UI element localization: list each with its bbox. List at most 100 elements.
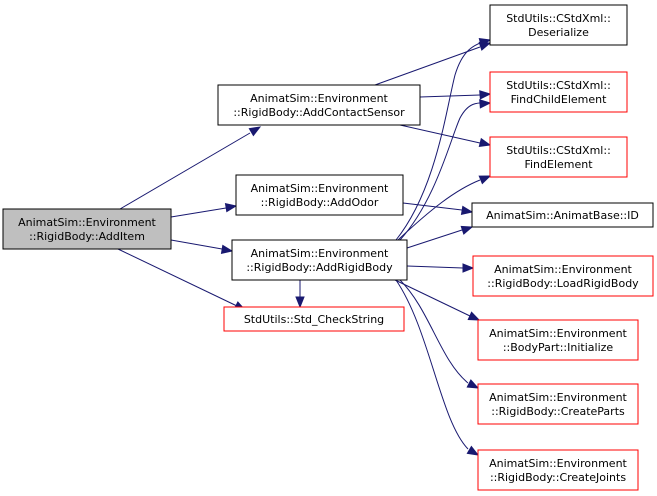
arrowhead-icon bbox=[466, 379, 480, 389]
node-box[interactable] bbox=[231, 239, 408, 281]
arrowhead-icon bbox=[479, 90, 492, 100]
edge-line bbox=[399, 124, 481, 144]
node-label-line: AnimatSim::Environment bbox=[251, 247, 389, 260]
arrowhead-icon bbox=[462, 263, 475, 273]
edge-line bbox=[170, 207, 227, 218]
node-findelement[interactable]: StdUtils::CStdXml::FindElement bbox=[489, 136, 628, 178]
edge-line bbox=[374, 46, 481, 86]
node-createjoints[interactable]: AnimatSim::Environment::RigidBody::Creat… bbox=[477, 449, 639, 491]
node-label-line: ::RigidBody::AddOdor bbox=[261, 196, 379, 209]
node-label-line: StdUtils::CStdXml:: bbox=[506, 144, 611, 157]
node-initialize[interactable]: AnimatSim::Environment::BodyPart::Initia… bbox=[477, 319, 639, 361]
edge-line bbox=[399, 279, 469, 384]
node-label-line: StdUtils::Std_CheckString bbox=[244, 313, 384, 326]
edge-line bbox=[170, 239, 223, 250]
edges-layer bbox=[117, 37, 492, 456]
arrowhead-icon bbox=[467, 311, 481, 321]
arrowhead-icon bbox=[479, 99, 492, 109]
node-id[interactable]: AnimatSim::AnimatBase::ID bbox=[471, 202, 654, 228]
edge-additem-to-addodor bbox=[170, 203, 238, 218]
node-box[interactable] bbox=[2, 208, 172, 250]
node-label-line: AnimatSim::Environment bbox=[18, 216, 156, 229]
node-label-line: StdUtils::CStdXml:: bbox=[506, 12, 611, 25]
node-box[interactable] bbox=[489, 71, 628, 113]
edge-addrigidbody-to-createparts bbox=[399, 279, 480, 389]
node-label-line: AnimatSim::Environment bbox=[489, 391, 627, 404]
arrowhead-icon bbox=[295, 296, 305, 309]
node-box[interactable] bbox=[472, 255, 654, 297]
edge-addrigidbody-to-initialize bbox=[394, 279, 481, 321]
node-label-line: AnimatSim::Environment bbox=[250, 92, 388, 105]
node-box[interactable] bbox=[235, 174, 404, 216]
node-createparts[interactable]: AnimatSim::Environment::RigidBody::Creat… bbox=[477, 383, 639, 425]
node-label-line: AnimatSim::Environment bbox=[251, 182, 389, 195]
arrowhead-icon bbox=[460, 225, 474, 235]
edge-line bbox=[402, 202, 463, 211]
node-addcontactsensor[interactable]: AnimatSim::Environment::RigidBody::AddCo… bbox=[217, 84, 421, 126]
edge-additem-to-checkstring bbox=[117, 248, 247, 311]
edge-addrigidbody-to-checkstring bbox=[295, 280, 305, 309]
edge-addcontactsensor-to-deserialize bbox=[374, 41, 492, 86]
edge-addrigidbody-to-createjoints bbox=[395, 279, 480, 456]
node-box[interactable] bbox=[489, 4, 628, 46]
node-label-line: ::BodyPart::Initialize bbox=[503, 341, 614, 354]
node-label-line: ::RigidBody::AddRigidBody bbox=[246, 261, 393, 274]
node-findchild[interactable]: StdUtils::CStdXml::FindChildElement bbox=[489, 71, 628, 113]
nodes-layer: AnimatSim::Environment::RigidBody::AddIt… bbox=[2, 4, 654, 491]
edge-line bbox=[395, 279, 469, 450]
edge-addrigidbody-to-deserialize bbox=[395, 37, 492, 241]
node-addrigidbody[interactable]: AnimatSim::Environment::RigidBody::AddRi… bbox=[231, 239, 408, 281]
node-label-line: AnimatSim::Environment bbox=[494, 263, 632, 276]
node-box[interactable] bbox=[471, 202, 654, 228]
edge-line bbox=[397, 179, 481, 241]
node-label-line: ::RigidBody::AddItem bbox=[29, 230, 145, 243]
edge-addodor-to-id bbox=[402, 202, 474, 215]
edge-line bbox=[406, 265, 464, 269]
edge-additem-to-addcontactsensor bbox=[119, 126, 262, 210]
arrowhead-icon bbox=[466, 445, 480, 456]
node-label-line: ::RigidBody::LoadRigidBody bbox=[487, 277, 639, 290]
edge-line bbox=[399, 102, 491, 241]
arrowhead-icon bbox=[478, 137, 492, 148]
edge-line bbox=[394, 279, 471, 317]
edge-addrigidbody-to-id bbox=[406, 225, 474, 249]
edge-addcontactsensor-to-findchild bbox=[419, 90, 492, 100]
arrowhead-icon bbox=[220, 244, 234, 254]
arrowhead-icon bbox=[478, 175, 492, 185]
edge-addcontactsensor-to-findelement bbox=[399, 124, 492, 148]
edge-line bbox=[395, 39, 491, 241]
edge-addrigidbody-to-findelement bbox=[397, 175, 492, 241]
node-addodor[interactable]: AnimatSim::Environment::RigidBody::AddOd… bbox=[235, 174, 404, 216]
node-label-line: FindElement bbox=[524, 158, 593, 171]
node-box[interactable] bbox=[489, 136, 628, 178]
edge-additem-to-addrigidbody bbox=[170, 239, 234, 254]
node-label-line: FindChildElement bbox=[511, 93, 608, 106]
node-label-line: Deserialize bbox=[528, 26, 589, 39]
node-box[interactable] bbox=[217, 84, 421, 126]
node-label-line: ::RigidBody::CreateJoints bbox=[490, 471, 626, 484]
node-checkstring[interactable]: StdUtils::Std_CheckString bbox=[223, 306, 405, 332]
node-box[interactable] bbox=[477, 383, 639, 425]
node-loadrigidbody[interactable]: AnimatSim::Environment::RigidBody::LoadR… bbox=[472, 255, 654, 297]
node-label-line: AnimatSim::Environment bbox=[489, 327, 627, 340]
node-deserialize[interactable]: StdUtils::CStdXml::Deserialize bbox=[489, 4, 628, 46]
node-label-line: AnimatSim::AnimatBase::ID bbox=[486, 209, 639, 222]
arrowhead-icon bbox=[478, 37, 492, 48]
edge-line bbox=[406, 229, 463, 249]
edge-line bbox=[119, 132, 251, 210]
node-box[interactable] bbox=[223, 306, 405, 332]
node-box[interactable] bbox=[477, 319, 639, 361]
node-label-line: ::RigidBody::AddContactSensor bbox=[233, 106, 405, 119]
edge-addrigidbody-to-findchild bbox=[399, 99, 492, 241]
node-box[interactable] bbox=[477, 449, 639, 491]
node-label-line: StdUtils::CStdXml:: bbox=[506, 79, 611, 92]
edge-addrigidbody-to-loadrigidbody bbox=[406, 263, 475, 273]
arrowhead-icon bbox=[460, 205, 474, 215]
arrowhead-icon bbox=[248, 126, 262, 137]
node-label-line: AnimatSim::Environment bbox=[489, 457, 627, 470]
edge-line bbox=[117, 248, 238, 307]
node-label-line: ::RigidBody::CreateParts bbox=[491, 405, 625, 418]
node-additem[interactable]: AnimatSim::Environment::RigidBody::AddIt… bbox=[2, 208, 172, 250]
arrowhead-icon bbox=[224, 203, 238, 213]
